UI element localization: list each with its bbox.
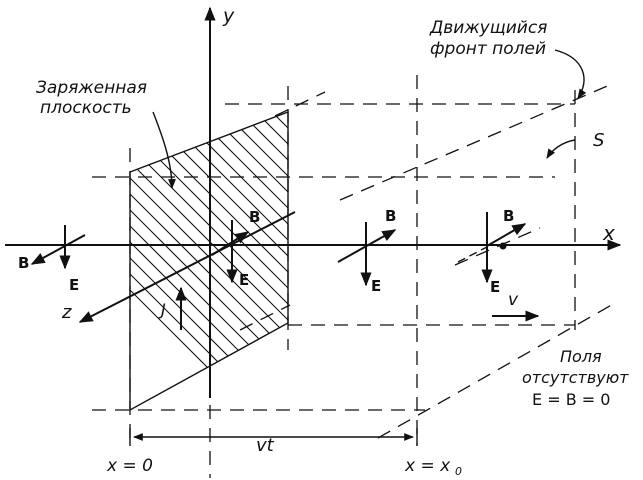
front-mid-diagonal (454, 227, 541, 266)
vt-dimension (129, 428, 418, 446)
moving-front-label-line2: фронт полей (430, 39, 546, 59)
charged-plane-label-line2: плоскость (40, 98, 132, 118)
hatch-line (130, 112, 288, 410)
hatch-line (131, 112, 288, 410)
fields-absent-line3: E = B = 0 (532, 390, 610, 409)
hatch-line (179, 112, 288, 410)
b-far-left-label: B (18, 254, 29, 272)
b-right-dashed-tail (457, 246, 488, 263)
x-zero-label: x = 0 (106, 456, 153, 476)
hatch-line (227, 112, 288, 410)
b-mid-left-label: B (249, 208, 260, 226)
moving-front-leader (554, 49, 587, 99)
fields-absent-line1: Поля (560, 347, 602, 366)
b-right-label: B (503, 207, 514, 225)
b-vector-mid-left (211, 231, 250, 256)
axes (5, 6, 622, 398)
b-mid-right-label: B (385, 207, 396, 225)
hatch-line (211, 112, 288, 410)
front-point-dot (499, 242, 507, 250)
plane-bottom-diagonal (239, 304, 291, 331)
leaders (152, 49, 587, 189)
b-vector-far-left (30, 234, 86, 265)
surface-s-leader (546, 139, 576, 159)
current-j-label: J (158, 300, 166, 319)
charged-plane-label-line1: Заряженная (36, 78, 147, 98)
y-axis-label: y (222, 5, 235, 27)
e-right-label: E (490, 278, 500, 296)
field-vectors (30, 212, 540, 330)
hatch-line (130, 112, 288, 410)
vt-label: vt (256, 435, 275, 456)
x-axis-label: x (602, 221, 615, 245)
x-x0-label: x = x (404, 456, 451, 476)
z-axis-label: z (61, 302, 72, 323)
text-labels: Движущийся фронт полей Заряженная плоско… (18, 5, 629, 478)
x0-subscript: 0 (455, 465, 462, 478)
e-far-left-label: E (69, 276, 79, 294)
fields-absent-line2: отсутствуют (522, 368, 629, 387)
hatch-line (130, 112, 288, 410)
e-mid-right-label: E (371, 277, 381, 295)
front-top-diagonal (339, 83, 613, 201)
charged-plane-leader (152, 111, 176, 189)
hatch-line (130, 112, 277, 410)
hatch-line (130, 112, 288, 410)
hatch-line (628, 100, 643, 420)
hatch-line (163, 112, 288, 410)
hatch-line (243, 112, 288, 410)
hatch-line (130, 112, 288, 410)
z-axis (78, 211, 296, 323)
surface-s-label: S (593, 130, 604, 151)
b-vector-right (486, 223, 527, 247)
hatch-line (130, 112, 288, 410)
velocity-v-label: v (508, 290, 519, 310)
hatch-line (147, 112, 288, 410)
hatch-line (130, 112, 261, 410)
e-mid-left-label: E (239, 271, 249, 289)
hatch-line (195, 112, 288, 410)
plane-top-diagonal (274, 91, 326, 117)
moving-front-label-line1: Движущийся (429, 18, 547, 38)
